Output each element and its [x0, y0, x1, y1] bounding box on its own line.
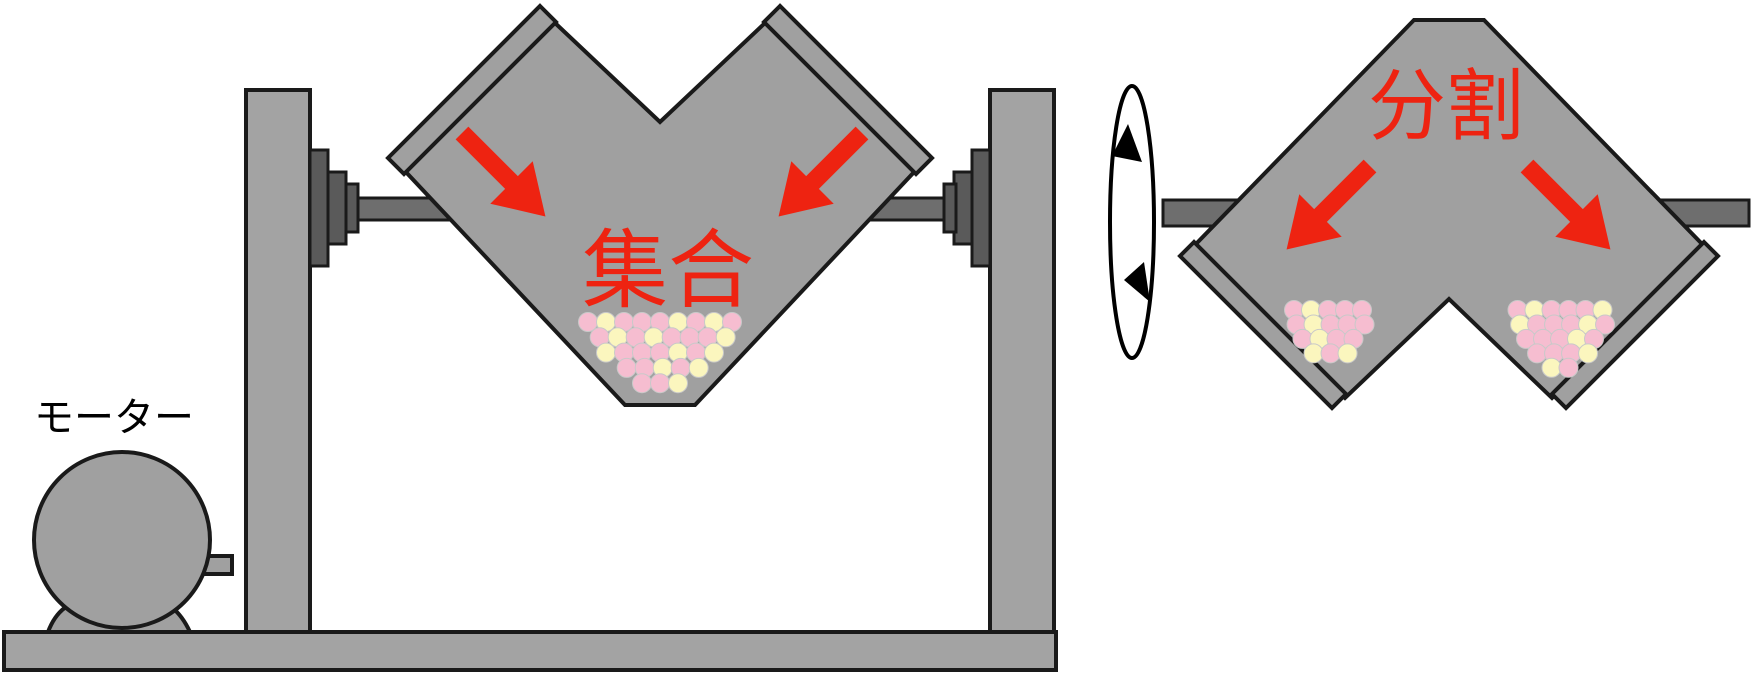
particle — [1595, 314, 1616, 335]
red-arrow-icon — [1520, 159, 1611, 250]
motor-body — [32, 450, 212, 630]
red-arrow-icon — [778, 126, 869, 217]
rotation-arrow-icon — [1108, 84, 1156, 360]
right-post — [988, 88, 1056, 634]
gather-label: 集合 — [582, 221, 754, 321]
particle — [1578, 343, 1599, 364]
particle — [1320, 343, 1341, 364]
particle — [668, 373, 688, 394]
left-lid — [385, 3, 559, 177]
split-label: 分割 — [1368, 62, 1525, 152]
motor-label: モーター — [34, 395, 194, 441]
motor — [32, 450, 234, 634]
particle — [1527, 343, 1548, 364]
split-arrows — [1286, 159, 1611, 250]
left-bearing — [308, 148, 360, 268]
particle — [650, 373, 670, 394]
base-plate — [2, 630, 1058, 672]
right-lid — [761, 3, 935, 177]
particle — [715, 327, 736, 348]
particle — [1303, 343, 1324, 364]
particle — [632, 373, 652, 394]
particle — [1558, 357, 1579, 378]
right-bearing — [942, 148, 992, 268]
base-frame — [2, 88, 1058, 672]
left-post — [244, 88, 312, 634]
particles-gathered — [578, 312, 742, 394]
v-vessel-gather — [385, 3, 935, 407]
particle — [616, 357, 637, 378]
particle — [596, 342, 616, 363]
gather-arrows — [455, 126, 869, 217]
particle — [1337, 343, 1358, 364]
particle — [688, 357, 709, 378]
red-arrow-icon — [455, 126, 546, 217]
particles-split — [1284, 300, 1616, 378]
particle — [704, 342, 724, 363]
red-arrow-icon — [1286, 159, 1377, 250]
particle — [1541, 357, 1562, 378]
particle — [1354, 314, 1375, 335]
